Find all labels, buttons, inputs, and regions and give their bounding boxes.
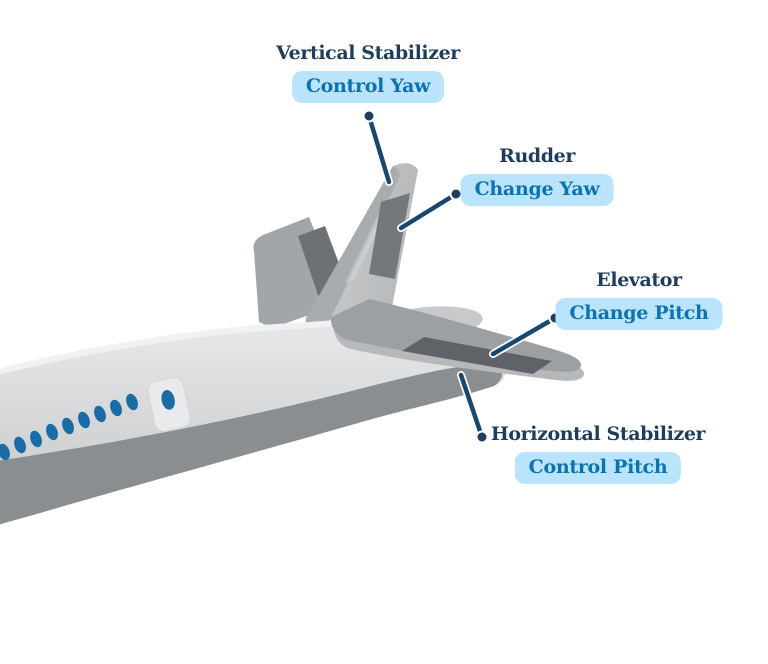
connector-rudder <box>398 191 459 231</box>
label-horizontal-stabilizer: Horizontal Stabilizer Control Pitch <box>490 423 706 484</box>
rudder-shape <box>369 193 410 279</box>
rudder-title: Rudder <box>499 145 575 167</box>
connector-horizontal-stabilizer <box>458 372 485 440</box>
horizontal-stabilizer-title: Horizontal Stabilizer <box>490 423 706 445</box>
connector-elevator <box>490 315 558 357</box>
horizontal-stabilizer-shape <box>330 299 582 372</box>
control-pitch-badge: Control Pitch <box>514 451 682 484</box>
label-elevator: Elevator Change Pitch <box>555 269 723 330</box>
change-yaw-badge: Change Yaw <box>460 173 614 206</box>
elevator-shape <box>402 337 552 374</box>
fuselage-underside-shadow <box>0 365 503 525</box>
change-pitch-badge: Change Pitch <box>555 297 723 330</box>
connector-vertical-stabilizer <box>366 113 392 185</box>
label-rudder: Rudder Change Yaw <box>460 145 614 206</box>
control-yaw-badge: Control Yaw <box>291 70 445 103</box>
label-vertical-stabilizer: Vertical Stabilizer Control Yaw <box>276 43 460 103</box>
elevator-title: Elevator <box>596 269 682 291</box>
vertical-stabilizer-title: Vertical Stabilizer <box>276 42 460 64</box>
door-window <box>161 390 175 410</box>
passenger-windows <box>0 393 138 461</box>
fin-leading-edge <box>305 166 400 327</box>
